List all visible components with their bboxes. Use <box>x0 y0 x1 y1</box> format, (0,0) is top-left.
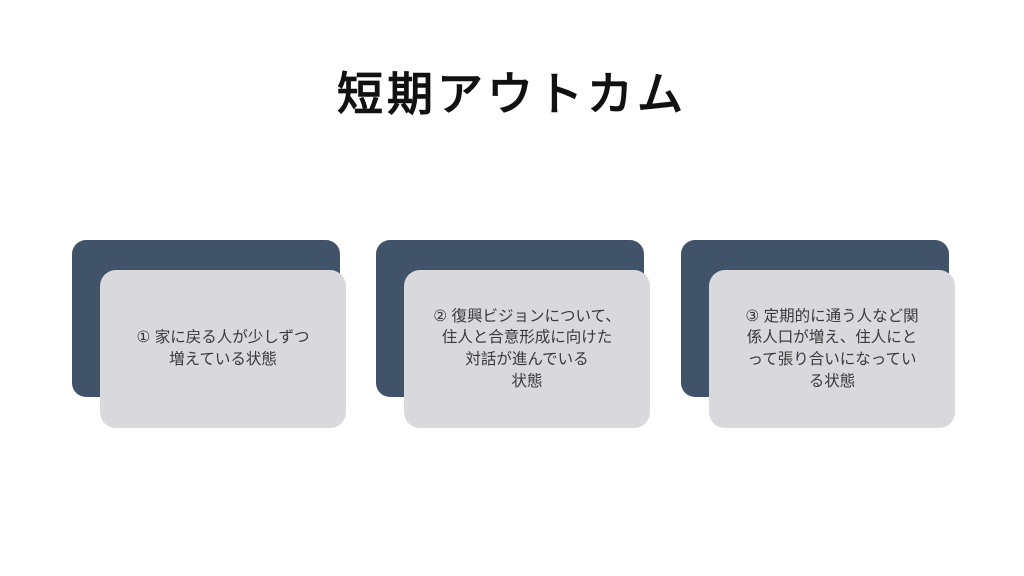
slide-title: 短期アウトカム <box>337 68 687 120</box>
outcome-card-1: ① 家に戻る人が少しずつ 増えている状態 <box>72 240 352 432</box>
card-front-shape: ② 復興ビジョンについて、 住人と合意形成に向けた 対話が進んでいる 状態 <box>404 270 650 428</box>
card-front-shape: ③ 定期的に通う人など関 係人口が増え、住人にと って張り合いになってい る状態 <box>709 270 955 428</box>
card-text: ② 復興ビジョンについて、 住人と合意形成に向けた 対話が進んでいる 状態 <box>433 307 621 390</box>
outcome-card-3: ③ 定期的に通う人など関 係人口が増え、住人にと って張り合いになってい る状態 <box>681 240 961 432</box>
card-text: ③ 定期的に通う人など関 係人口が増え、住人にと って張り合いになってい る状態 <box>745 307 919 390</box>
outcome-card-2: ② 復興ビジョンについて、 住人と合意形成に向けた 対話が進んでいる 状態 <box>376 240 656 432</box>
card-front-shape: ① 家に戻る人が少しずつ 増えている状態 <box>100 270 346 428</box>
card-text: ① 家に戻る人が少しずつ 増えている状態 <box>136 329 310 368</box>
